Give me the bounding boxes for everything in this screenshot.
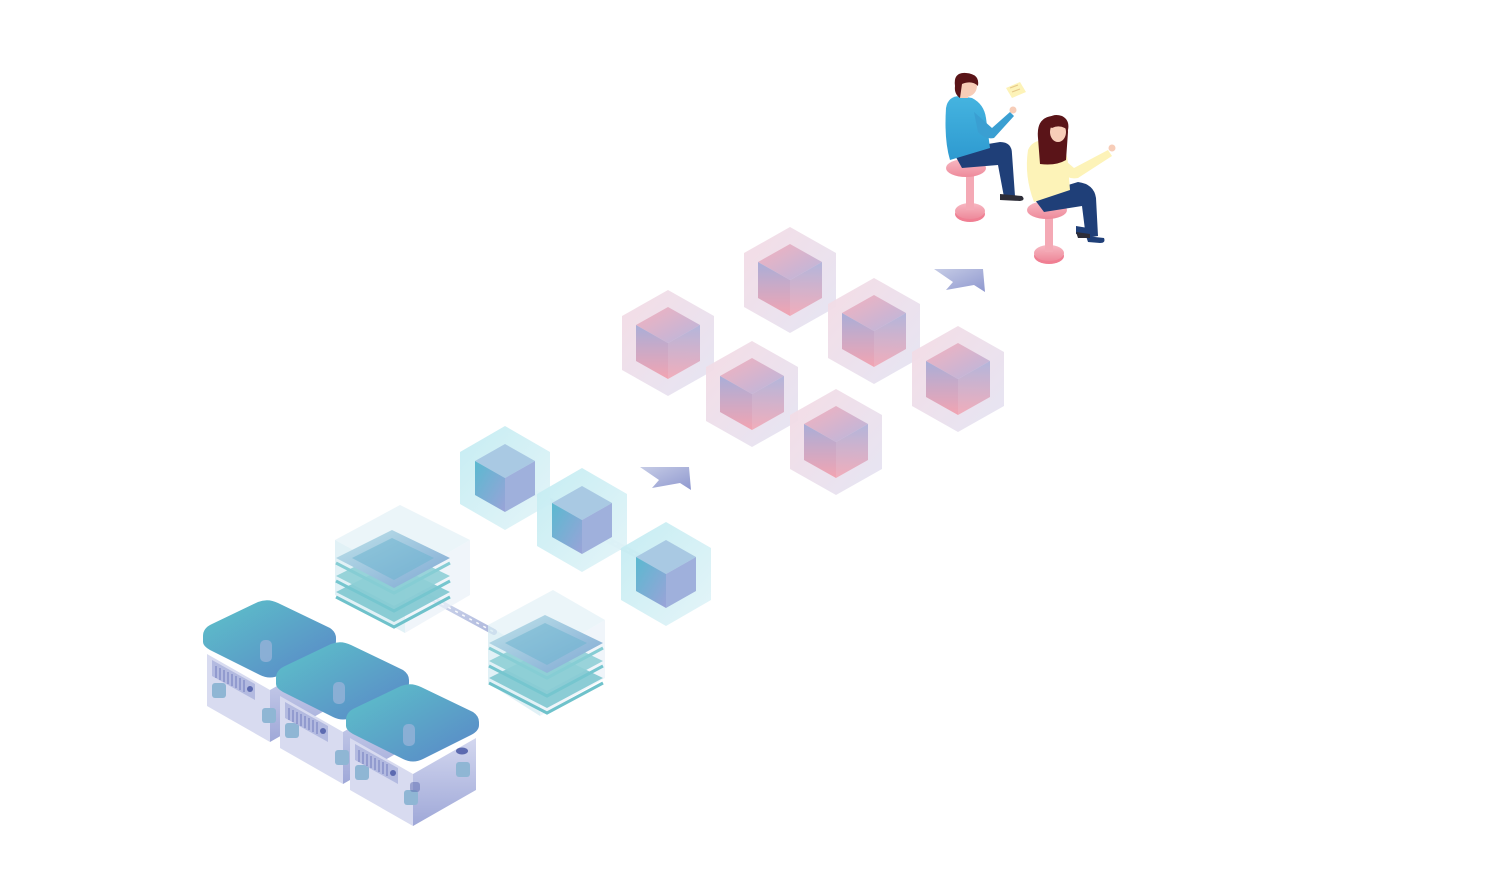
person-woman bbox=[1026, 115, 1116, 264]
blue-cube-2 bbox=[537, 468, 627, 572]
pink-cube-2 bbox=[622, 290, 714, 396]
person-man bbox=[945, 72, 1026, 222]
pink-cube-1 bbox=[744, 227, 836, 333]
blue-cube-1 bbox=[460, 426, 550, 530]
blue-cube-3 bbox=[621, 522, 711, 626]
pink-cube-5 bbox=[912, 326, 1004, 432]
stool-1 bbox=[946, 159, 986, 222]
processing-cube-group bbox=[460, 426, 711, 626]
storage-stack-1 bbox=[335, 505, 470, 633]
server-3 bbox=[346, 684, 479, 826]
flow-arrow-2 bbox=[934, 269, 985, 292]
pink-cube-4 bbox=[706, 341, 798, 447]
storage-stack-2 bbox=[488, 590, 605, 716]
pink-cube-3 bbox=[828, 278, 920, 384]
server-group bbox=[203, 600, 479, 826]
analysis-cube-group bbox=[622, 227, 1004, 495]
pink-cube-6 bbox=[790, 389, 882, 495]
tablet-icon bbox=[1006, 82, 1026, 98]
flow-arrow-1 bbox=[640, 467, 691, 490]
storage-stack-group bbox=[335, 505, 605, 716]
users-group bbox=[945, 72, 1116, 264]
